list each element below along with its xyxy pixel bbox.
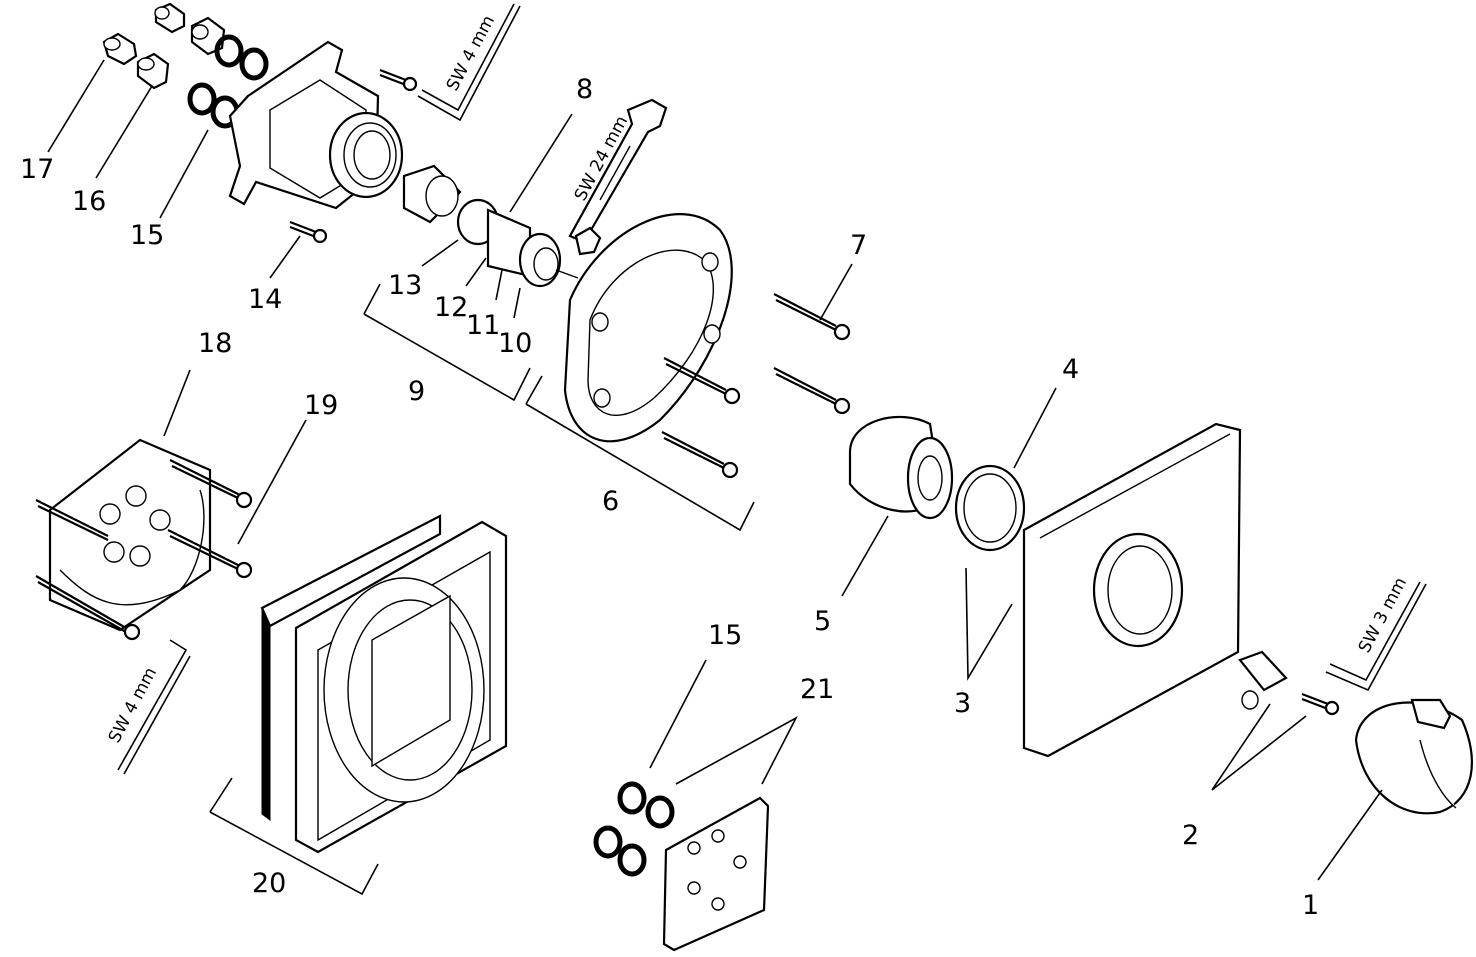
tool-label-sw3: SW 3 mm [1355,574,1411,656]
stop-screw-2 [1238,650,1340,716]
callout-20: 20 [252,868,286,899]
cartridge-sleeve [402,164,462,224]
screw-top [379,68,418,92]
fitting-16 [136,16,226,90]
handle-1 [1354,698,1474,815]
callout-19: 19 [304,390,338,421]
plate-21 [662,796,770,952]
wrench-sw24 [568,98,668,256]
screw-14 [289,220,328,244]
sleeve-5 [848,415,954,520]
o-rings-15-bottom [593,781,675,877]
cartridge [456,198,579,288]
fitting-17 [102,2,186,66]
tool-label-sw4-top: SW 4 mm [443,12,499,94]
frame-20 [260,514,508,854]
callout-14: 14 [248,284,282,315]
allen-key-right [1325,581,1427,692]
callout-10: 10 [498,328,532,359]
callout-7: 7 [850,230,867,261]
callout-15-bottom: 15 [708,620,742,651]
callout-12: 12 [434,292,468,323]
callout-21: 21 [800,674,834,705]
rough-in-body-18 [35,438,253,641]
callout-2: 2 [1182,820,1199,851]
cover-plate [1022,422,1242,758]
callout-labels: 1 2 3 4 5 6 7 8 9 10 11 12 13 14 15 16 1… [20,74,1319,921]
callout-13: 13 [388,270,422,301]
callout-1: 1 [1302,890,1319,921]
rings-3-4 [954,464,1026,552]
callout-17: 17 [20,154,54,185]
callout-3: 3 [954,688,971,719]
allen-key-top [417,3,521,122]
leader-lines [47,59,1383,896]
tool-label-sw4-left: SW 4 mm [105,664,161,746]
callout-16: 16 [72,186,106,217]
callout-18: 18 [198,328,232,359]
mounting-ring-6 [563,213,733,443]
callout-11: 11 [466,310,500,341]
o-rings-15-top [187,34,269,129]
valve-body [228,40,404,210]
long-screws-7 [661,293,851,479]
callout-9: 9 [408,376,425,407]
callout-5: 5 [814,606,831,637]
callout-15-top: 15 [130,220,164,251]
allen-key-left [117,639,191,775]
callout-6: 6 [602,486,619,517]
callout-8: 8 [576,74,593,105]
callout-4: 4 [1062,354,1079,385]
